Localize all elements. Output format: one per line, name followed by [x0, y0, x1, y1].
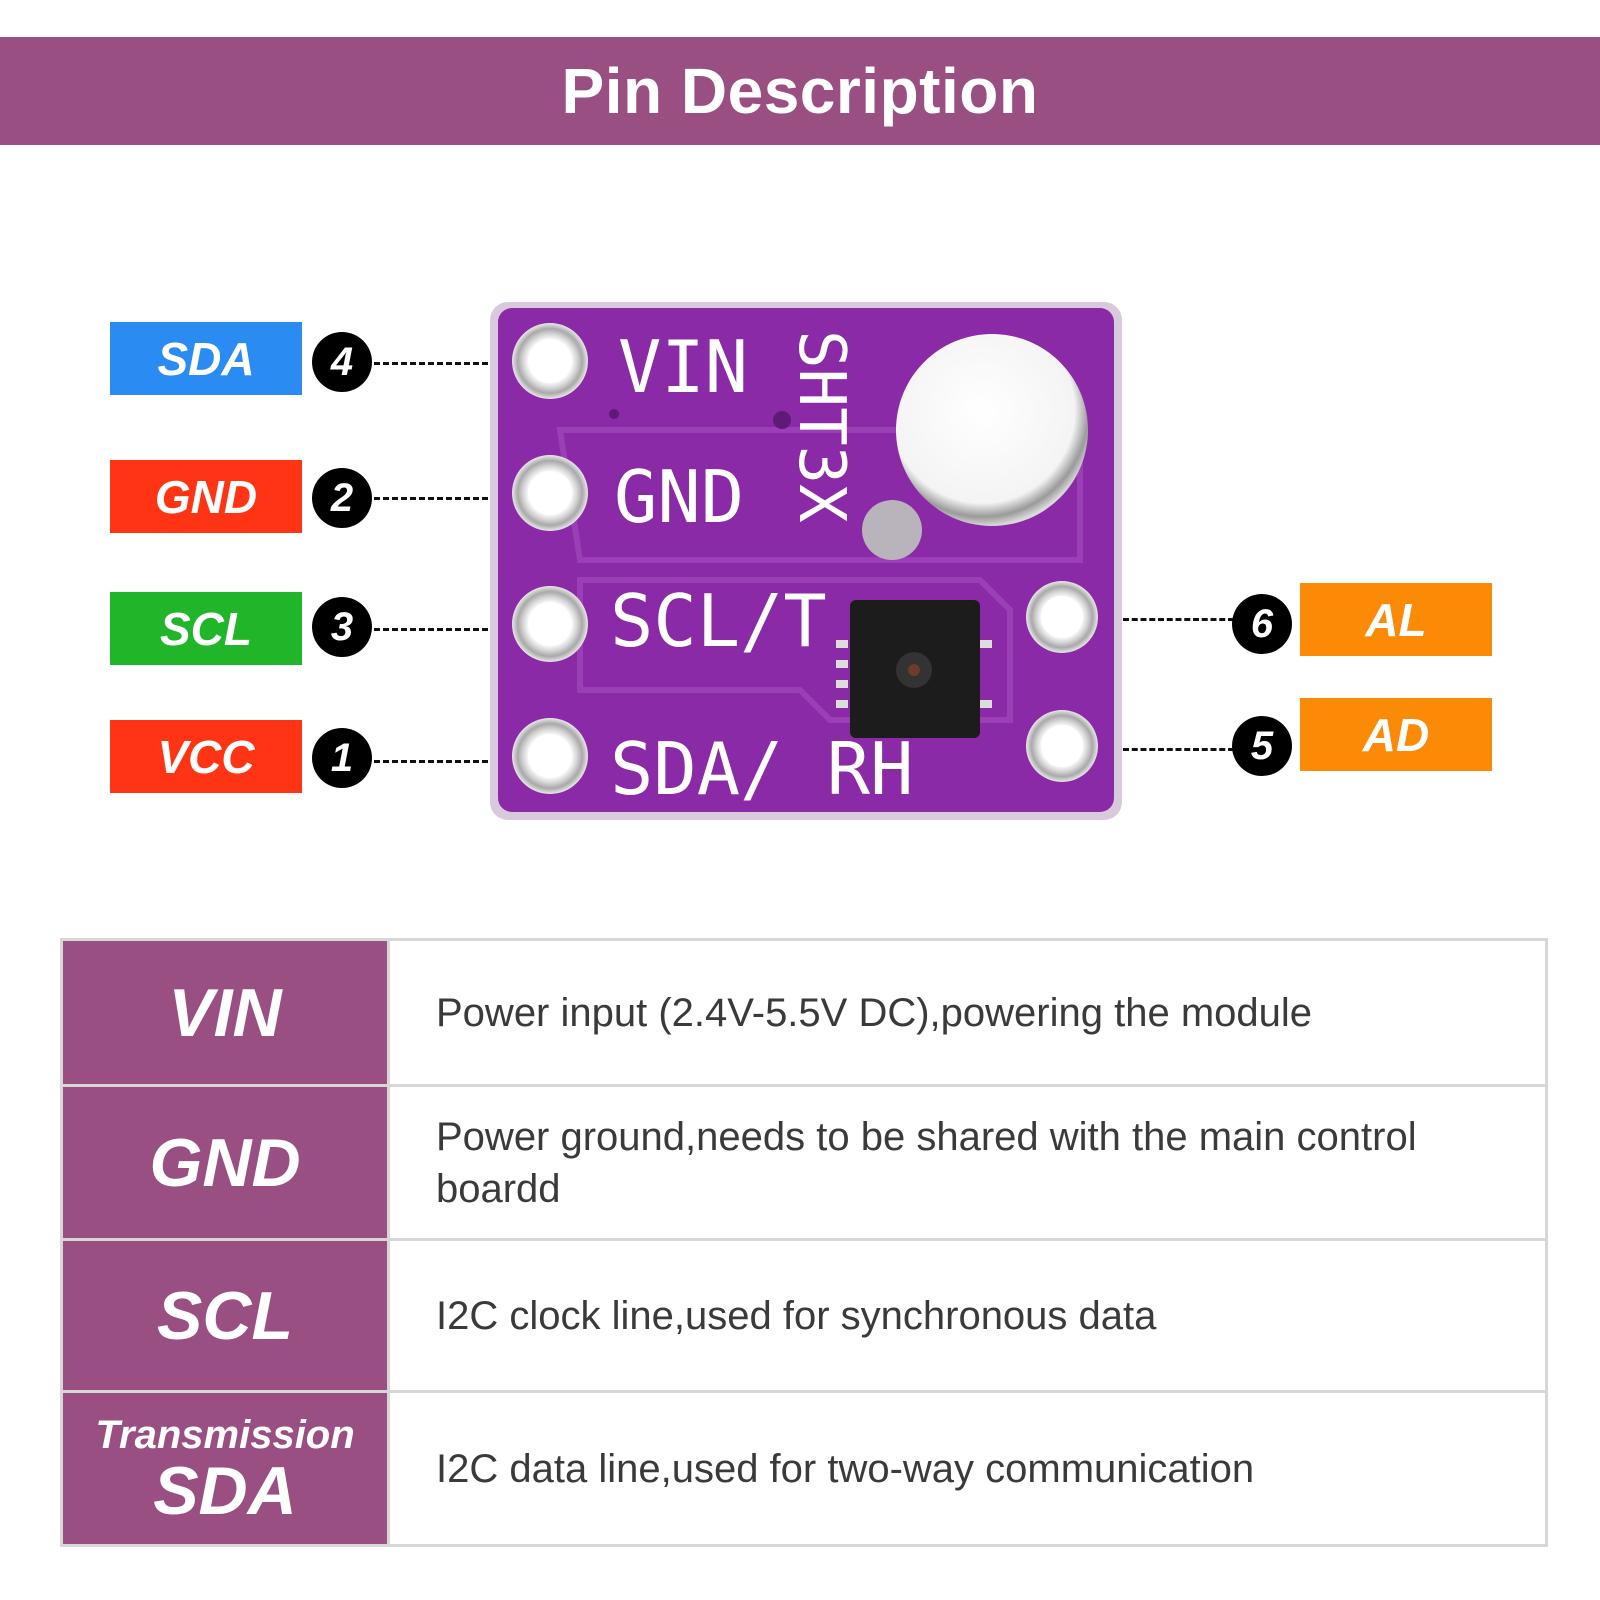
pin-desc-cell: I2C data line,used for two-way communica…	[387, 1390, 1548, 1547]
pin-name-sub: Transmission	[95, 1412, 355, 1457]
silk-scl: SCL/T	[610, 579, 827, 663]
silk-model: SHT3X	[784, 330, 858, 523]
test-point	[862, 500, 922, 560]
pad-al	[1026, 581, 1098, 653]
pin-desc-cell: I2C clock line,used for synchronous data	[387, 1238, 1548, 1393]
pin-number-3: 3	[312, 597, 372, 657]
pin-number-4: 4	[312, 332, 372, 392]
sensor-chip	[836, 600, 992, 738]
label-sda: SDA	[110, 322, 302, 395]
label-al: AL	[1300, 583, 1492, 656]
silk-sda: SDA/ RH	[610, 727, 913, 811]
pin-number-6: 6	[1232, 594, 1292, 654]
table-row: Transmission SDA I2C data line,used for …	[60, 1390, 1548, 1547]
page-title: Pin Description	[0, 37, 1600, 145]
pin-name-cell: Transmission SDA	[60, 1390, 390, 1547]
label-vcc: VCC	[110, 720, 302, 793]
leader-line	[374, 628, 524, 631]
leader-line	[1088, 618, 1234, 621]
silk-vin: VIN	[618, 325, 748, 409]
silk-gnd: GND	[614, 455, 744, 539]
pin-name: SDA	[153, 1452, 297, 1529]
pin-name-cell: SCL	[60, 1238, 390, 1393]
pad-sda	[512, 718, 588, 794]
leader-line	[374, 362, 524, 365]
pad-scl	[512, 586, 588, 662]
pad-gnd	[512, 455, 588, 531]
label-gnd: GND	[110, 460, 302, 533]
pin-name: SCL	[157, 1277, 293, 1354]
pin-desc-cell: Power ground,needs to be shared with the…	[387, 1084, 1548, 1241]
pin-description-table: VIN Power input (2.4V-5.5V DC),powering …	[60, 938, 1548, 1547]
leader-line	[374, 497, 524, 500]
pin-name: GND	[149, 1124, 301, 1201]
table-row: SCL I2C clock line,used for synchronous …	[60, 1238, 1548, 1393]
pin-name: VIN	[168, 974, 282, 1051]
pin-name-cell: VIN	[60, 938, 390, 1087]
label-scl: SCL	[110, 592, 302, 665]
pin-number-1: 1	[312, 728, 372, 788]
table-row: GND Power ground,needs to be shared with…	[60, 1084, 1548, 1241]
pad-ad	[1026, 710, 1098, 782]
mounting-hole	[896, 334, 1088, 526]
pad-vin	[512, 323, 588, 399]
leader-line	[1088, 748, 1234, 751]
pin-number-5: 5	[1232, 716, 1292, 776]
pin-name-cell: GND	[60, 1084, 390, 1241]
pin-desc-cell: Power input (2.4V-5.5V DC),powering the …	[387, 938, 1548, 1087]
label-ad: AD	[1300, 698, 1492, 771]
pin-number-2: 2	[312, 468, 372, 528]
pin-diagram: SDA 4 GND 2 SCL 3 VCC 1 6 AL 5 AD	[110, 302, 1492, 820]
table-row: VIN Power input (2.4V-5.5V DC),powering …	[60, 938, 1548, 1087]
leader-line	[374, 760, 524, 763]
sht3x-board-image: VIN GND SCL/T SDA/ RH SHT3X	[490, 302, 1122, 820]
